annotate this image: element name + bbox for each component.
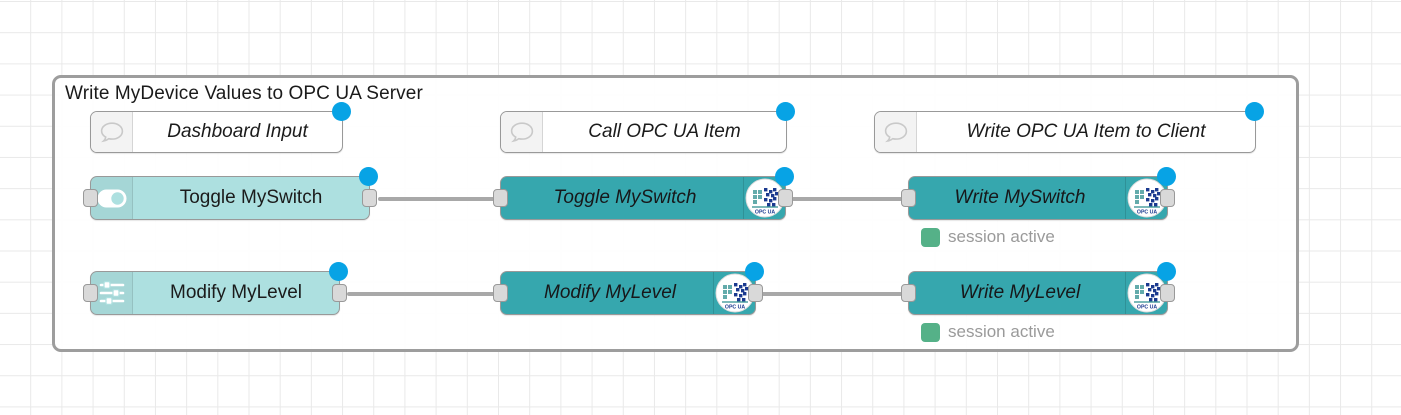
wire-modify-opcua-to-write <box>756 292 908 296</box>
node-output-port[interactable] <box>332 284 347 302</box>
node-status-dot[interactable] <box>1157 167 1176 186</box>
node-status-dot[interactable] <box>359 167 378 186</box>
opcua-logo-icon: OPC UA <box>743 177 785 219</box>
status-text: session active <box>948 322 1055 341</box>
opcua-logo-icon: OPC UA <box>1125 272 1167 314</box>
node-comment-call-opcua-item[interactable]: Call OPC UA Item <box>500 102 795 153</box>
opcua-logo-icon: OPC UA <box>713 272 755 314</box>
node-write-myswitch-opcua[interactable]: Write MySwitch OPC UA <box>901 167 1176 220</box>
group-title: Write MyDevice Values to OPC UA Server <box>65 83 423 104</box>
node-write-mylevel-opcua[interactable]: Write MyLevel OPC UA <box>901 262 1176 315</box>
node-label: Call OPC UA Item <box>588 121 741 142</box>
node-status-dot[interactable] <box>745 262 764 281</box>
speech-bubble-icon <box>501 112 543 152</box>
node-modify-mylevel-opcua[interactable]: Modify MyLevel OPC UA <box>493 262 764 315</box>
status-session-active-mylevel: session active <box>921 322 1055 342</box>
node-input-port[interactable] <box>493 284 508 302</box>
node-toggle-myswitch-opcua[interactable]: Toggle MySwitch OPC UA <box>493 167 794 220</box>
node-modify-mylevel-dashboard[interactable]: Modify MyLevel <box>83 262 348 315</box>
node-label: Toggle MySwitch <box>553 187 697 208</box>
opcua-logo-icon: OPC UA <box>1125 177 1167 219</box>
node-output-port[interactable] <box>748 284 763 302</box>
node-comment-write-opcua-item[interactable]: Write OPC UA Item to Client <box>874 102 1264 153</box>
node-toggle-myswitch-dashboard[interactable]: Toggle MySwitch <box>83 167 378 220</box>
toggle-switch-icon <box>91 177 133 219</box>
speech-bubble-icon <box>875 112 917 152</box>
node-input-port[interactable] <box>83 284 98 302</box>
svg-text:OPC UA: OPC UA <box>724 305 744 311</box>
wire-modify-dash-to-opcua <box>347 292 500 296</box>
svg-text:OPC UA: OPC UA <box>1136 210 1156 216</box>
node-comment-dashboard-input[interactable]: Dashboard Input <box>90 102 351 153</box>
node-input-port[interactable] <box>493 189 508 207</box>
speech-bubble-icon <box>91 112 133 152</box>
node-input-port[interactable] <box>901 189 916 207</box>
node-status-dot[interactable] <box>776 102 795 121</box>
node-label: Modify MyLevel <box>544 282 676 303</box>
node-output-port[interactable] <box>1160 284 1175 302</box>
status-text: session active <box>948 227 1055 246</box>
svg-text:OPC UA: OPC UA <box>1136 305 1156 311</box>
node-output-port[interactable] <box>362 189 377 207</box>
node-status-dot[interactable] <box>332 102 351 121</box>
node-input-port[interactable] <box>83 189 98 207</box>
wire-toggle-dash-to-opcua <box>378 197 500 201</box>
node-output-port[interactable] <box>1160 189 1175 207</box>
node-status-dot[interactable] <box>775 167 794 186</box>
status-session-active-myswitch: session active <box>921 227 1055 247</box>
node-status-dot[interactable] <box>1157 262 1176 281</box>
node-label: Write MyLevel <box>959 282 1081 303</box>
node-input-port[interactable] <box>901 284 916 302</box>
status-badge <box>921 322 940 342</box>
node-label: Modify MyLevel <box>170 282 302 303</box>
wire-toggle-opcua-to-write <box>786 197 908 201</box>
node-label: Write MySwitch <box>954 187 1086 208</box>
node-status-dot[interactable] <box>1245 102 1264 121</box>
node-label: Dashboard Input <box>167 121 308 142</box>
node-output-port[interactable] <box>778 189 793 207</box>
svg-text:OPC UA: OPC UA <box>754 210 774 216</box>
node-status-dot[interactable] <box>329 262 348 281</box>
status-badge <box>921 227 940 247</box>
sliders-icon <box>91 272 133 314</box>
node-label: Write OPC UA Item to Client <box>966 121 1206 142</box>
node-label: Toggle MySwitch <box>179 187 323 208</box>
